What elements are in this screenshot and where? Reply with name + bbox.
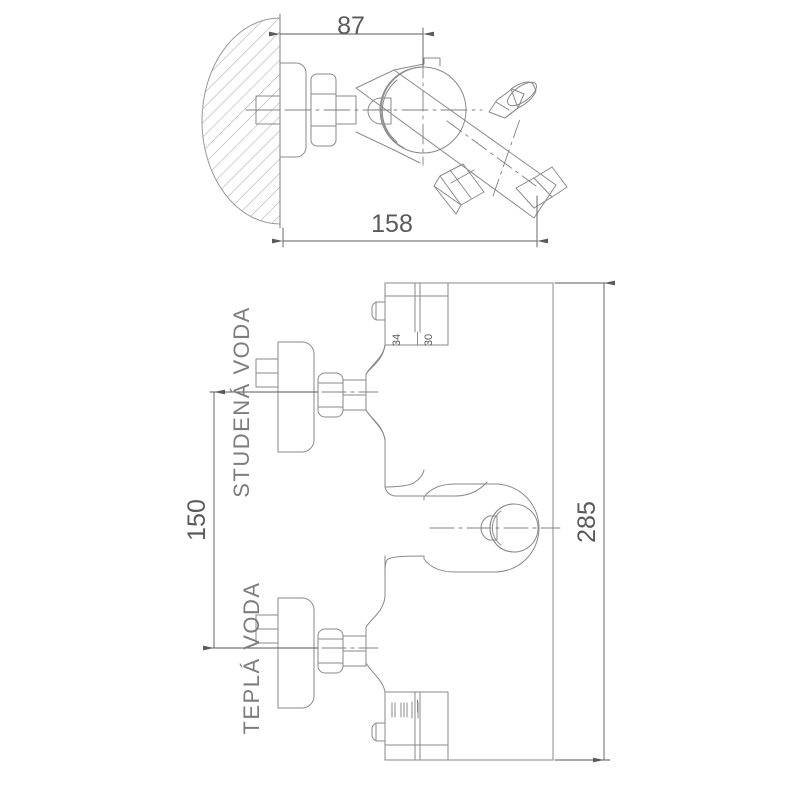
label-hot-water: TEPLÁ VODA bbox=[239, 581, 264, 734]
front-body-outline bbox=[365, 344, 488, 497]
dimension-30-label: 30 bbox=[423, 334, 435, 346]
dimension-158-label: 158 bbox=[371, 210, 413, 238]
top-view-angled-centerline bbox=[446, 118, 537, 197]
dimension-158 bbox=[272, 195, 548, 248]
front-bottom-block bbox=[371, 691, 554, 761]
front-view-centerlines bbox=[247, 391, 561, 649]
label-cold-water: STUDENÁ VODA bbox=[229, 306, 254, 498]
dimension-87 bbox=[269, 27, 434, 67]
spout-lobe bbox=[423, 483, 540, 573]
dimension-285-label: 285 bbox=[573, 501, 601, 543]
top-inlet-connector bbox=[335, 95, 357, 125]
spout-outlet-top bbox=[433, 163, 485, 215]
front-main-body bbox=[365, 282, 554, 761]
dimension-150-label: 150 bbox=[183, 499, 211, 541]
cold-inlet-assembly bbox=[255, 341, 367, 453]
dimension-150 bbox=[203, 389, 319, 651]
diverter-knob bbox=[488, 81, 537, 119]
hot-inlet-assembly bbox=[255, 597, 367, 709]
top-view bbox=[201, 13, 568, 229]
shower-outlet-top bbox=[515, 166, 568, 209]
top-body bbox=[355, 57, 557, 219]
wall-section bbox=[201, 13, 281, 229]
dimension-285 bbox=[554, 280, 615, 763]
top-hex-nut bbox=[310, 73, 337, 147]
dimension-34-label: 34 bbox=[391, 334, 403, 346]
front-view bbox=[247, 282, 561, 761]
dimension-87-label: 87 bbox=[337, 12, 365, 40]
